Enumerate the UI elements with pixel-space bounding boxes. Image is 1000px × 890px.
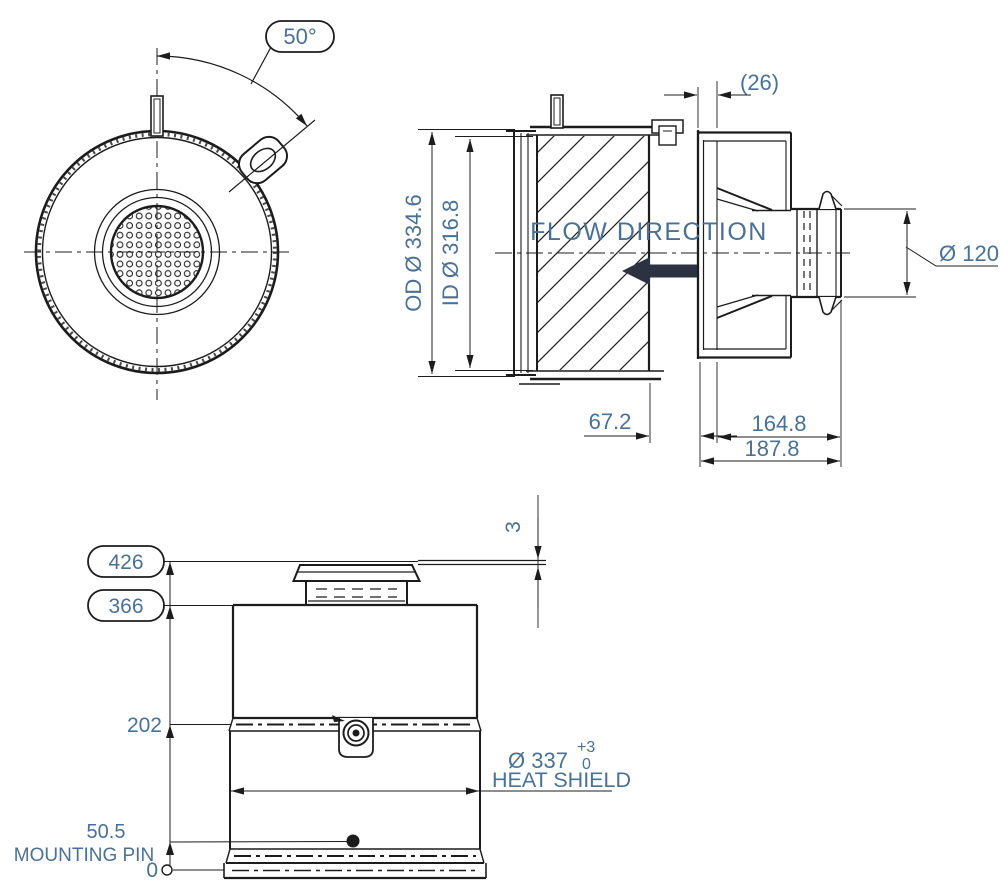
flow-direction-label: FLOW DIRECTION — [530, 218, 768, 246]
front-view: 50° — [24, 20, 335, 400]
angle-leader — [250, 46, 272, 85]
angle-label-balloon — [265, 20, 335, 53]
angle-arc — [156, 52, 308, 127]
ref-26-label: (26) — [740, 70, 779, 95]
top-mounting-pin — [150, 95, 164, 137]
length-dimensions — [584, 300, 842, 467]
bottom-view: Ø 337 +3 0 HEAT SHIELD 426 366 202 50.5 … — [14, 495, 631, 882]
inlet-rings — [93, 188, 221, 316]
vclamp-tab-top — [818, 190, 837, 210]
side-view: FLOW DIRECTION OD Ø 334.6 ID Ø 316.8 (26… — [401, 70, 999, 467]
outlet-housing — [696, 130, 792, 359]
outlet-dia-label: Ø 120 — [939, 241, 999, 266]
datum-zero-marker — [161, 864, 173, 876]
height-426-label: 426 — [108, 551, 143, 574]
housing-latch — [651, 119, 684, 146]
id-label: ID Ø 316.8 — [438, 200, 463, 306]
vclamp-tab-bottom — [818, 296, 837, 316]
datum-zero-label: 0 — [146, 859, 158, 882]
od-dimension — [418, 129, 515, 377]
side-top-pin — [550, 94, 564, 129]
height-366-label: 366 — [108, 595, 143, 618]
outlet-dia-dimension — [844, 208, 998, 298]
balloon-426 — [87, 545, 165, 578]
clamp-latch — [238, 135, 288, 185]
od-label: OD Ø 334.6 — [401, 194, 426, 311]
shield-dia-label: Ø 337 — [508, 748, 568, 773]
balloon-366 — [87, 589, 165, 622]
filter-media-hatch — [538, 136, 648, 370]
shield-tol-zero: 0 — [582, 756, 591, 773]
latch-axis-ray — [228, 119, 316, 193]
angle-label: 50° — [283, 24, 316, 49]
tab-thickness-label: 3 — [502, 521, 525, 533]
height-dimension-stack — [87, 545, 418, 876]
dim-164-label: 164.8 — [751, 411, 806, 436]
shield-tol-plus: +3 — [577, 739, 595, 756]
height-202-label: 202 — [127, 714, 162, 737]
outlet-pipe — [791, 190, 843, 316]
dim-187-label: 187.8 — [744, 436, 799, 461]
open-end-flange — [506, 130, 536, 376]
top-cap — [292, 559, 546, 605]
canister-body — [231, 603, 479, 718]
ref-26-dimension — [664, 81, 751, 128]
mounting-pin-dot — [346, 834, 360, 848]
heat-shield — [223, 716, 487, 880]
heat-shield-label: HEAT SHIELD — [492, 768, 631, 792]
id-dimension — [455, 136, 533, 371]
flow-direction-arrow — [622, 257, 697, 285]
height-50-label: 50.5 — [87, 821, 126, 843]
mounting-pin-label: MOUNTING PIN — [14, 845, 154, 866]
clamp-bracket — [332, 715, 374, 758]
angle-dimension — [156, 20, 335, 193]
dim-67-label: 67.2 — [589, 409, 632, 434]
perforated-inlet-screen — [109, 204, 205, 300]
filter-cartridge — [519, 125, 664, 385]
